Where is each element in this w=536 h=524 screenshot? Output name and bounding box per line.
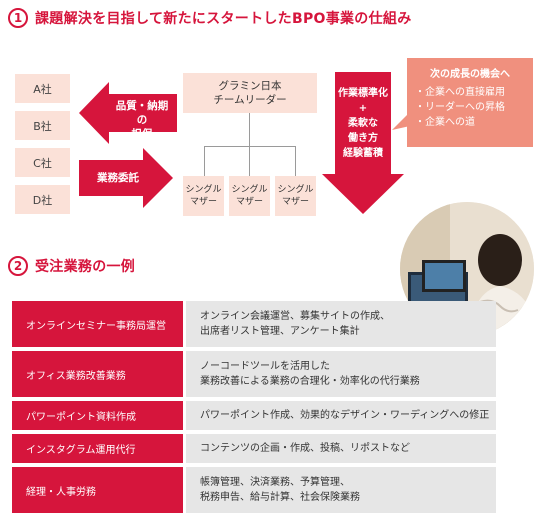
- single-mother-1-line-2: マザー: [189, 197, 217, 207]
- team-leader-line-2: チームリーダー: [213, 94, 287, 106]
- opportunity-item-1: ・企業への直接雇用: [415, 87, 505, 98]
- task-desc-1-line-2: 出席者リスト管理、アンケート集計: [200, 326, 360, 337]
- section2-number: 2: [8, 256, 28, 276]
- outsourcing-arrow-label: 業務委託: [97, 172, 139, 184]
- single-mother-1-line-1: シングル: [185, 185, 222, 195]
- growth-arrow-line-5: 経験蓄積: [343, 148, 383, 159]
- single-mother-3-line-1: シングル: [277, 185, 314, 195]
- task-desc-4-line-1: コンテンツの企画・作成、投稿、リポストなど: [200, 443, 410, 454]
- team-leader-box: グラミン日本 チームリーダー: [183, 73, 317, 113]
- task-name-5: 経理・人事労務: [12, 467, 183, 513]
- task-row-1: オンラインセミナー事務局運営 オンライン会議運営、募集サイトの作成、 出席者リス…: [12, 301, 496, 347]
- task-desc-5: 帳簿管理、決済業務、予算管理、 税務申告、給与計算、社会保険業務: [186, 467, 496, 513]
- section1-number: 1: [8, 8, 28, 28]
- single-mother-3: シングル マザー: [275, 176, 316, 216]
- company-d: D社: [15, 185, 70, 214]
- opportunity-item-2: ・リーダーへの昇格: [415, 102, 505, 113]
- task-desc-2-line-1: ノーコードツールを活用した: [200, 361, 330, 372]
- section2-header: 2 受注業務の一例: [8, 256, 135, 276]
- task-name-2: オフィス業務改善業務: [12, 351, 183, 397]
- opportunity-pointer: [392, 112, 410, 130]
- tree-trunk: [249, 113, 250, 146]
- company-b: B社: [15, 111, 70, 140]
- opportunity-item-3: ・企業への道: [415, 117, 475, 128]
- single-mother-2: シングル マザー: [229, 176, 270, 216]
- task-row-5: 経理・人事労務 帳簿管理、決済業務、予算管理、 税務申告、給与計算、社会保険業務: [12, 467, 496, 513]
- task-desc-4: コンテンツの企画・作成、投稿、リポストなど: [186, 434, 496, 463]
- single-mother-2-line-1: シングル: [231, 185, 268, 195]
- opportunity-title: 次の成長の機会へ: [430, 69, 510, 80]
- task-desc-3: パワーポイント作成、効果的なデザイン・ワーディングへの修正: [186, 401, 496, 430]
- growth-arrow-line-4: 働き方: [348, 133, 378, 144]
- task-desc-2: ノーコードツールを活用した 業務改善による業務の合理化・効率化の代行業務: [186, 351, 496, 397]
- task-desc-3-line-1: パワーポイント作成、効果的なデザイン・ワーディングへの修正: [200, 410, 490, 421]
- tree-branch-1: [204, 146, 205, 176]
- outsourcing-arrow-shape: [79, 148, 173, 208]
- tree-branch-2: [249, 146, 250, 176]
- team-leader-line-1: グラミン日本: [218, 80, 282, 92]
- tree-branch-3: [295, 146, 296, 176]
- task-desc-1: オンライン会議運営、募集サイトの作成、 出席者リスト管理、アンケート集計: [186, 301, 496, 347]
- task-row-4: インスタグラム運用代行 コンテンツの企画・作成、投稿、リポストなど: [12, 434, 496, 463]
- single-mother-3-line-2: マザー: [281, 197, 309, 207]
- task-name-1: オンラインセミナー事務局運営: [12, 301, 183, 347]
- quality-arrow-shape: [79, 82, 177, 144]
- single-mother-1: シングル マザー: [183, 176, 224, 216]
- task-desc-2-line-2: 業務改善による業務の合理化・効率化の代行業務: [200, 376, 420, 387]
- quality-arrow-line-2: 担保: [131, 128, 153, 140]
- task-row-2: オフィス業務改善業務 ノーコードツールを活用した 業務改善による業務の合理化・効…: [12, 351, 496, 397]
- quality-arrow-line-1: 品質・納期の: [115, 100, 169, 126]
- section2-title: 受注業務の一例: [35, 259, 136, 275]
- section1-title: 課題解決を目指して新たにスタートしたBPO事業の仕組み: [35, 11, 412, 27]
- task-desc-5-line-1: 帳簿管理、決済業務、予算管理、: [200, 477, 350, 488]
- growth-arrow-shape: [322, 72, 404, 214]
- single-mother-2-line-2: マザー: [235, 197, 263, 207]
- opportunity-box: 次の成長の機会へ ・企業への直接雇用 ・リーダーへの昇格 ・企業への道: [407, 58, 533, 147]
- company-a: A社: [15, 74, 70, 103]
- task-name-4: インスタグラム運用代行: [12, 434, 183, 463]
- task-desc-1-line-1: オンライン会議運営、募集サイトの作成、: [200, 311, 390, 322]
- growth-arrow-line-1: 作業標準化: [338, 88, 388, 99]
- task-name-3: パワーポイント資料作成: [12, 401, 183, 430]
- quality-arrow-label: 品質・納期の 担保: [112, 99, 172, 141]
- growth-arrow-line-3: 柔軟な: [348, 118, 378, 129]
- task-row-3: パワーポイント資料作成 パワーポイント作成、効果的なデザイン・ワーディングへの修…: [12, 401, 496, 430]
- growth-arrow-line-2: +: [358, 103, 368, 114]
- task-desc-5-line-2: 税務申告、給与計算、社会保険業務: [200, 492, 360, 503]
- section1-header: 1 課題解決を目指して新たにスタートしたBPO事業の仕組み: [8, 8, 412, 28]
- company-c: C社: [15, 148, 70, 177]
- growth-arrow-label: 作業標準化 + 柔軟な 働き方 経験蓄積: [330, 86, 396, 161]
